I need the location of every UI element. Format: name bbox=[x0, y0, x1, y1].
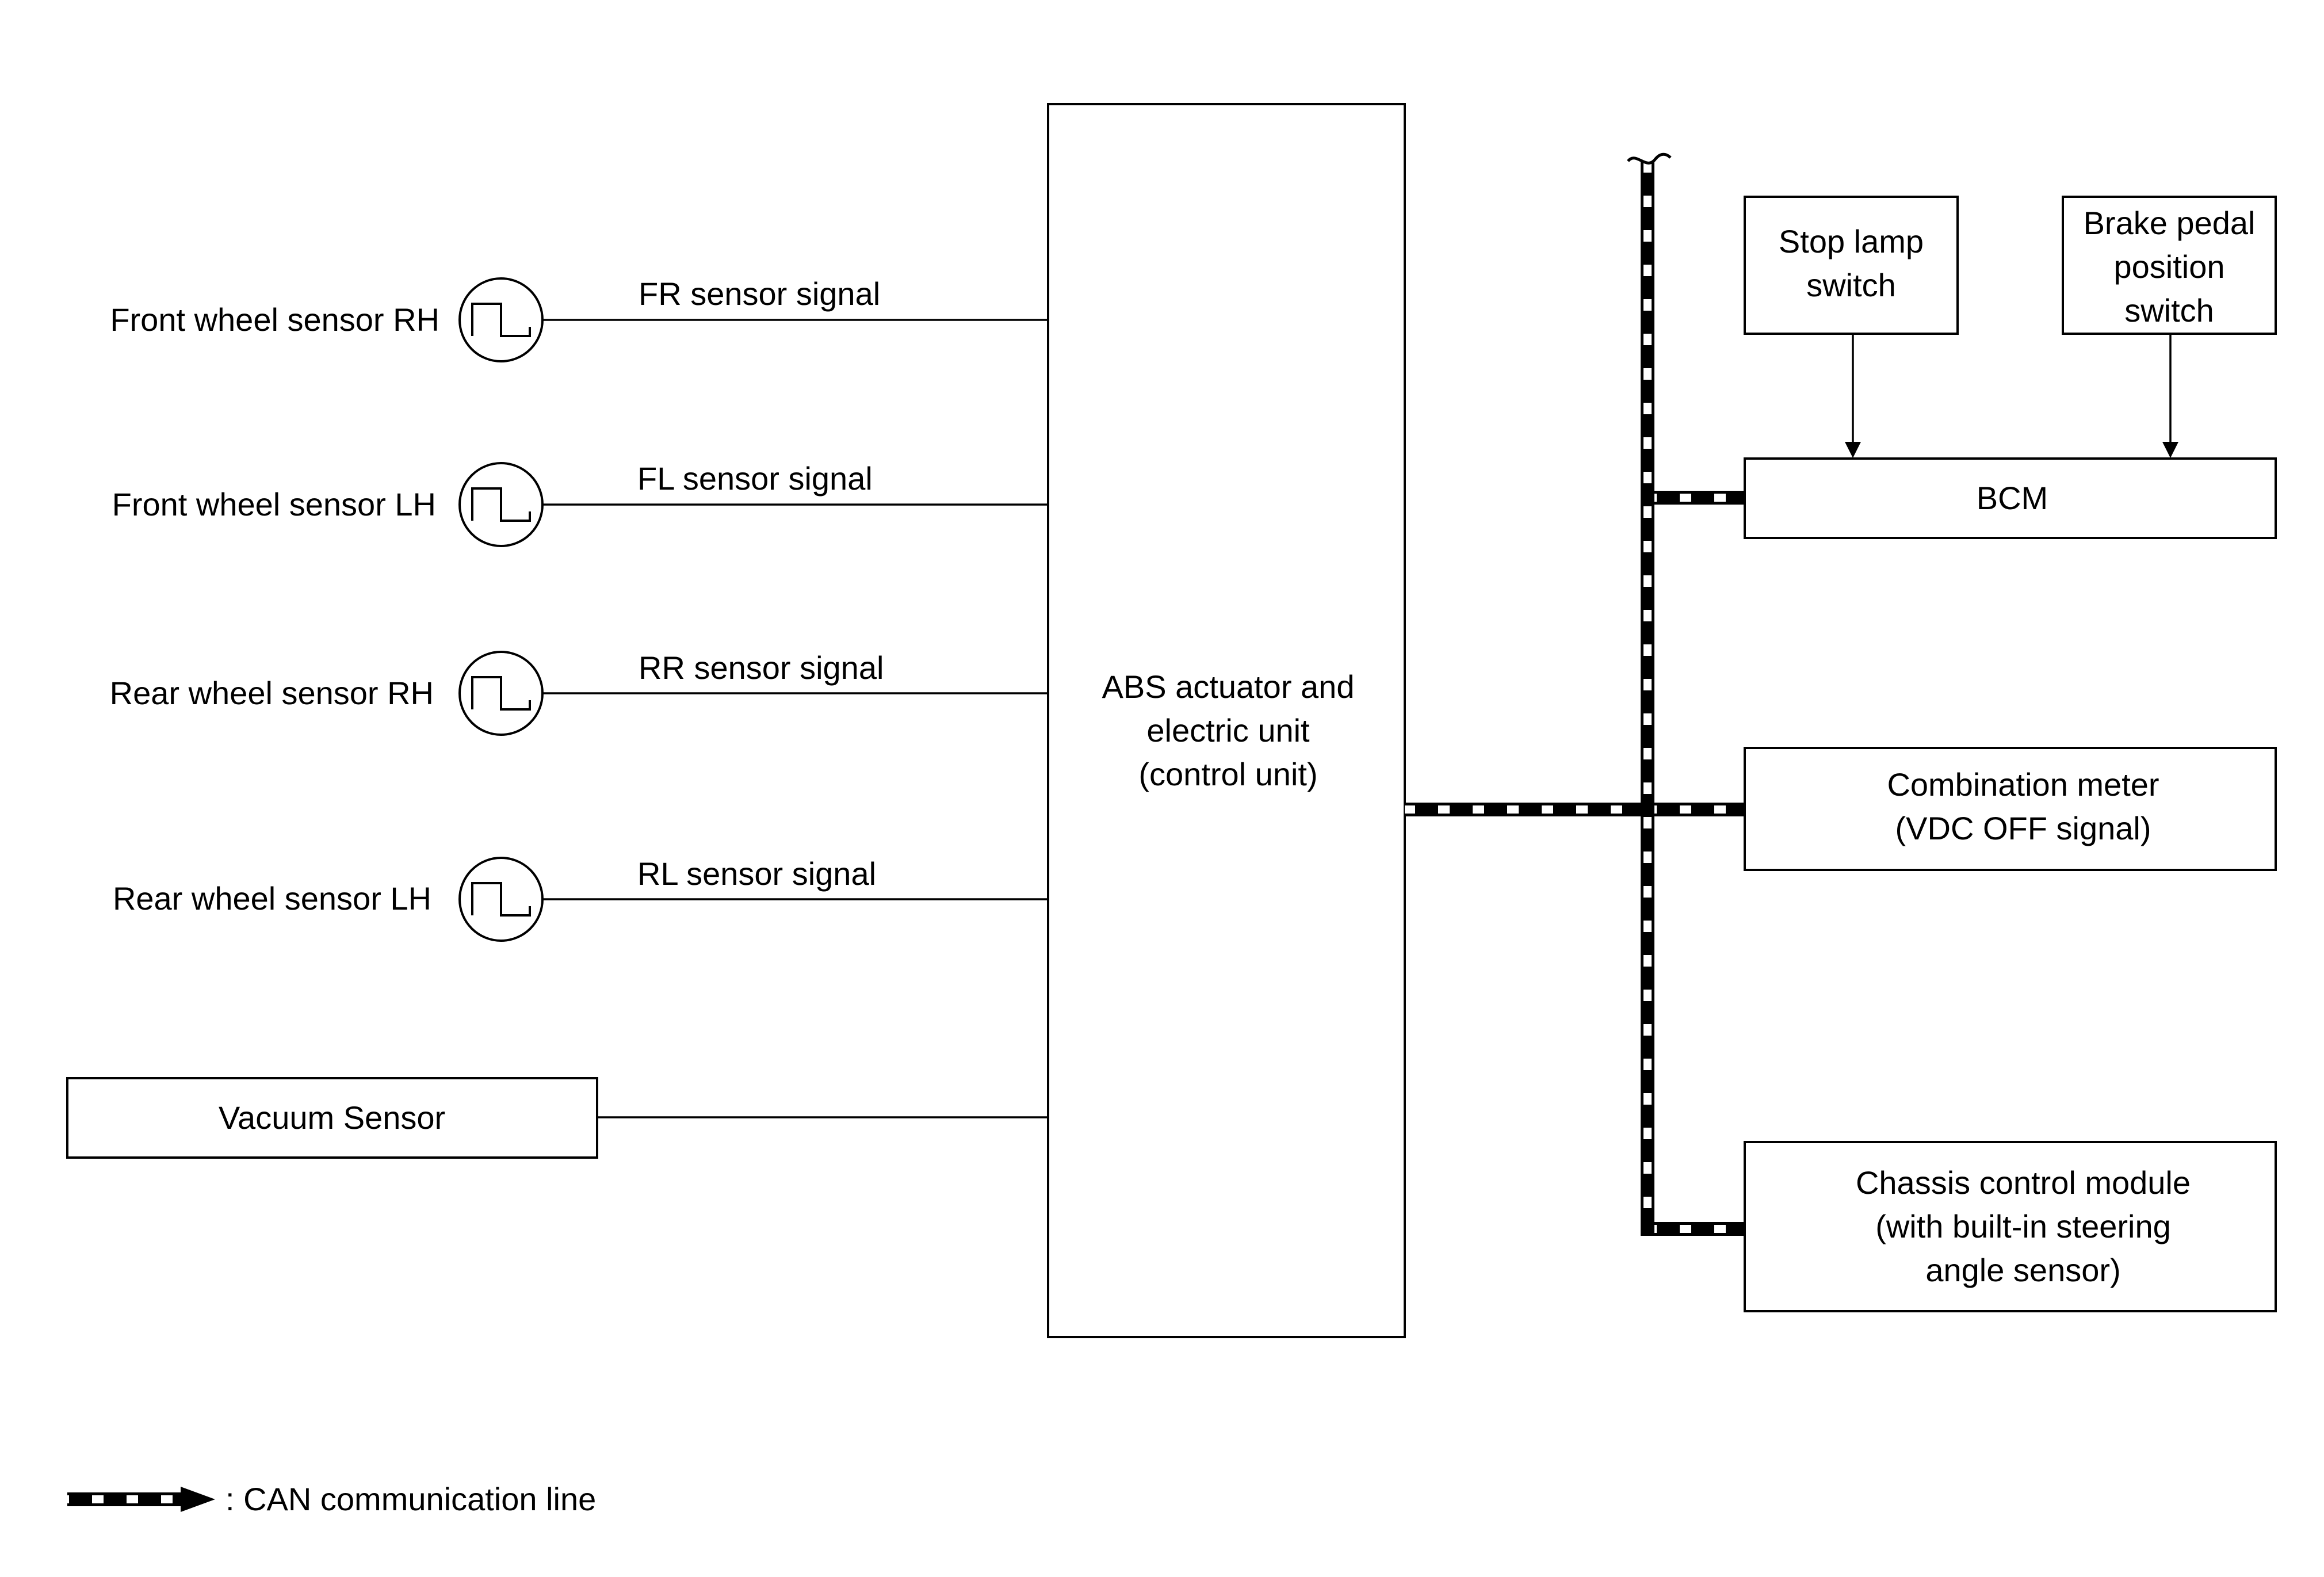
combination-meter: Combination meter (VDC OFF signal) bbox=[1744, 747, 2277, 871]
legend-can-line-stripes bbox=[67, 1495, 182, 1503]
arrow-down-icon bbox=[1845, 442, 1861, 458]
can-bus bbox=[1405, 152, 1745, 1236]
legend: : CAN communication line bbox=[67, 1481, 596, 1517]
chassis-control-module: Chassis control module (with built-in st… bbox=[1744, 1141, 2277, 1312]
brake-pedal-position-switch: Brake pedal position switch bbox=[2062, 196, 2277, 458]
brake-pedal-label-line3: switch bbox=[2124, 292, 2214, 329]
vacuum-sensor: Vacuum Sensor bbox=[66, 1077, 1048, 1159]
stop-lamp-label-line1: Stop lamp bbox=[1779, 223, 1924, 259]
sensor-rear-lh: Rear wheel sensor LH RL sensor signal bbox=[113, 856, 1048, 942]
can-branch-chassis-stripes bbox=[1654, 1225, 1745, 1233]
stop-lamp-switch: Stop lamp switch bbox=[1744, 196, 1959, 458]
stop-lamp-label-line2: switch bbox=[1806, 267, 1896, 303]
sensor-label: Rear wheel sensor RH bbox=[110, 675, 434, 711]
signal-label: RL sensor signal bbox=[637, 856, 876, 892]
pulse-waveform-icon bbox=[471, 487, 531, 522]
sensor-front-lh: Front wheel sensor LH FL sensor signal bbox=[112, 460, 1048, 547]
signal-label: RR sensor signal bbox=[639, 650, 884, 686]
abs-unit-box bbox=[1047, 103, 1406, 1338]
pulse-waveform-icon bbox=[471, 882, 531, 917]
can-break-mark-icon bbox=[1627, 152, 1672, 165]
combination-meter-box bbox=[1744, 747, 2277, 871]
pulse-waveform-icon bbox=[471, 303, 531, 337]
bcm-label: BCM bbox=[1977, 480, 2048, 516]
can-branch-bcm-stripes bbox=[1654, 494, 1745, 502]
legend-arrow-icon bbox=[181, 1487, 215, 1512]
chassis-module-box bbox=[1744, 1141, 2277, 1312]
sensor-front-rh: Front wheel sensor RH FR sensor signal bbox=[110, 276, 1048, 362]
chassis-module-label-line2: (with built-in steering bbox=[1875, 1208, 2171, 1244]
can-branch-meter-stripes bbox=[1654, 805, 1745, 814]
brake-pedal-label-line2: position bbox=[2113, 249, 2224, 285]
abs-unit-label-line2: electric unit bbox=[1146, 712, 1310, 749]
brake-pedal-switch-box bbox=[2062, 196, 2277, 335]
legend-label: : CAN communication line bbox=[225, 1481, 596, 1517]
signal-label: FL sensor signal bbox=[637, 460, 873, 497]
abs-unit-label-line1: ABS actuator and bbox=[1102, 669, 1355, 705]
stop-lamp-switch-box bbox=[1744, 196, 1959, 335]
can-trunk-stripes bbox=[1643, 162, 1652, 1236]
sensor-label: Front wheel sensor LH bbox=[112, 486, 436, 522]
bcm-box bbox=[1744, 457, 2277, 539]
sensor-rear-rh: Rear wheel sensor RH RR sensor signal bbox=[110, 650, 1048, 736]
sensor-label: Front wheel sensor RH bbox=[110, 301, 439, 338]
chassis-module-label-line1: Chassis control module bbox=[1856, 1164, 2191, 1201]
combination-meter-label-line1: Combination meter bbox=[1887, 766, 2159, 803]
can-branch-abs-stripes bbox=[1405, 805, 1641, 814]
brake-pedal-label-line1: Brake pedal bbox=[2084, 205, 2256, 241]
arrow-down-icon bbox=[2162, 442, 2178, 458]
abs-unit-label-line3: (control unit) bbox=[1138, 756, 1317, 792]
combination-meter-label-line2: (VDC OFF signal) bbox=[1895, 810, 2151, 846]
vacuum-sensor-box bbox=[66, 1077, 598, 1159]
pulse-waveform-icon bbox=[471, 676, 531, 711]
bcm: BCM bbox=[1744, 457, 2277, 539]
vacuum-sensor-label: Vacuum Sensor bbox=[219, 1099, 445, 1136]
signal-label: FR sensor signal bbox=[639, 276, 880, 312]
chassis-module-label-line3: angle sensor) bbox=[1925, 1252, 2120, 1288]
abs-actuator-unit: ABS actuator and electric unit (control … bbox=[1047, 103, 1406, 1338]
sensor-label: Rear wheel sensor LH bbox=[113, 880, 431, 917]
